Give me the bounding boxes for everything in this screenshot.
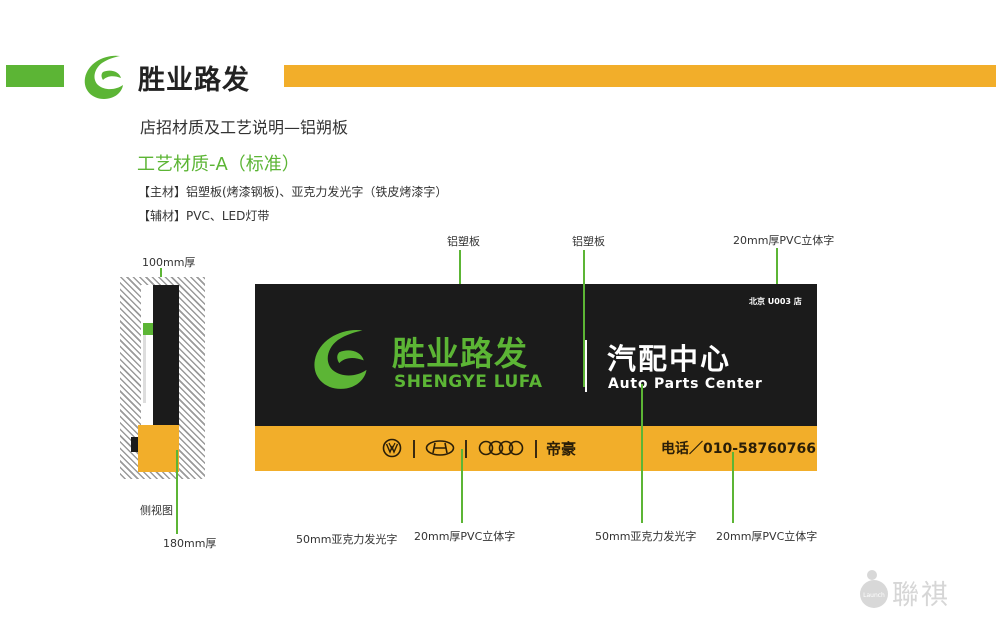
sign-divider: [585, 340, 587, 392]
side-top-label: 100mm厚: [142, 256, 196, 269]
watermark-badge-text: Launch: [863, 592, 885, 599]
audi-logo-icon: [478, 440, 524, 456]
callout-bottom-1: 50mm亚克力发光字: [296, 533, 398, 546]
main-material-text: 【主材】铝塑板(烤漆钢板)、亚克力发光字（铁皮烤漆字）: [138, 185, 448, 199]
sign-logo-icon: [314, 330, 367, 389]
sign-store-label: 北京 U003 店: [749, 297, 802, 306]
sign-brand-name: 胜业路发: [392, 334, 528, 373]
callout-bottom-4: 20mm厚PVC立体字: [716, 530, 818, 543]
header-orange-bar: [284, 65, 996, 87]
logo-separator-1: [413, 440, 415, 458]
side-view-light: [143, 335, 146, 403]
section-title: 工艺材质-A（标准）: [137, 154, 300, 175]
page-subtitle: 店招材质及工艺说明—铝朔板: [140, 118, 349, 137]
logo-separator-3: [535, 440, 537, 458]
logo-separator-2: [465, 440, 467, 458]
side-view-clip: [131, 437, 138, 452]
sign-center-cn: 汽配中心: [607, 342, 732, 376]
side-view-caption: 侧视图: [140, 504, 173, 517]
callout-bottom-3-leader: [641, 384, 643, 523]
volkswagen-logo-icon: [382, 438, 402, 458]
callout-top-left-leader: [459, 250, 461, 297]
hyundai-logo-icon: [425, 440, 455, 456]
sign-center-en: Auto Parts Center: [608, 376, 763, 392]
side-view-panel: [153, 285, 179, 425]
aux-material-text: 【辅材】PVC、LED灯带: [138, 209, 270, 223]
side-bottom-label: 180mm厚: [163, 537, 217, 550]
callout-top-right-leader: [776, 248, 778, 294]
brand-logo-icon: [84, 55, 123, 99]
side-view-green-letter: [143, 323, 153, 335]
callout-bottom-4-leader: [732, 452, 734, 523]
side-bottom-leader: [176, 450, 178, 534]
callout-bottom-2-leader: [461, 449, 463, 523]
sign-brand-pinyin: SHENGYE LUFA: [394, 372, 543, 392]
watermark-text: 聯祺: [892, 580, 950, 611]
callout-top-right: 20mm厚PVC立体字: [733, 234, 835, 247]
callout-top-middle-leader-front: [583, 284, 585, 387]
sign-phone: 电话／010-58760766: [661, 441, 816, 457]
callout-bottom-2: 20mm厚PVC立体字: [414, 530, 516, 543]
header-green-bar: [6, 65, 64, 87]
side-view-orange-box: [138, 425, 179, 472]
callout-bottom-3: 50mm亚克力发光字: [595, 530, 697, 543]
brand-title: 胜业路发: [138, 65, 250, 96]
callout-top-middle: 铝塑板: [572, 235, 605, 248]
callout-top-left: 铝塑板: [447, 235, 480, 248]
sign-brand-partner: 帝豪: [546, 440, 577, 458]
watermark-badge-icon: Launch: [860, 570, 888, 608]
